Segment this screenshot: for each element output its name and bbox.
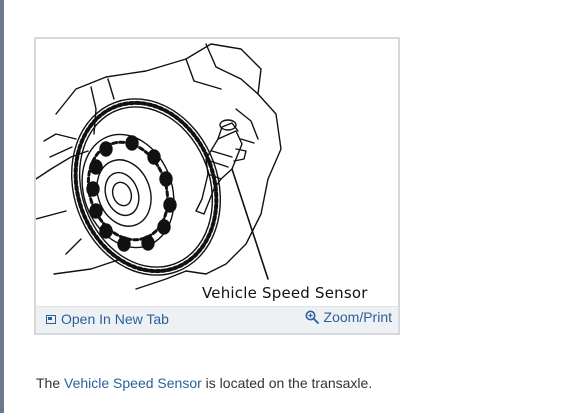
transaxle-illustration: Vehicle Speed Sensor [36,39,398,307]
vehicle-speed-sensor-label: Vehicle Speed Sensor [202,284,368,302]
caption-rest: is located on the transaxle. [201,375,373,391]
open-in-new-tab-icon [46,314,56,324]
open-in-new-tab-link[interactable]: Open In New Tab [46,311,169,327]
zoom-print-link[interactable]: Zoom/Print [305,309,392,325]
zoom-print-label: Zoom/Print [323,309,392,325]
figure-footer: Open In New Tab Zoom/Print [36,306,398,333]
figure-card: Vehicle Speed Sensor Open In New Tab Zoo… [34,37,400,335]
open-in-new-tab-label: Open In New Tab [61,311,169,327]
zoom-magnifier-icon [305,310,319,324]
caption: The Vehicle Speed Sensor is located on t… [36,375,373,391]
transaxle-drawing [36,43,282,290]
vehicle-speed-sensor-link[interactable]: Vehicle Speed Sensor [64,375,202,391]
left-edge-bar [0,0,4,413]
